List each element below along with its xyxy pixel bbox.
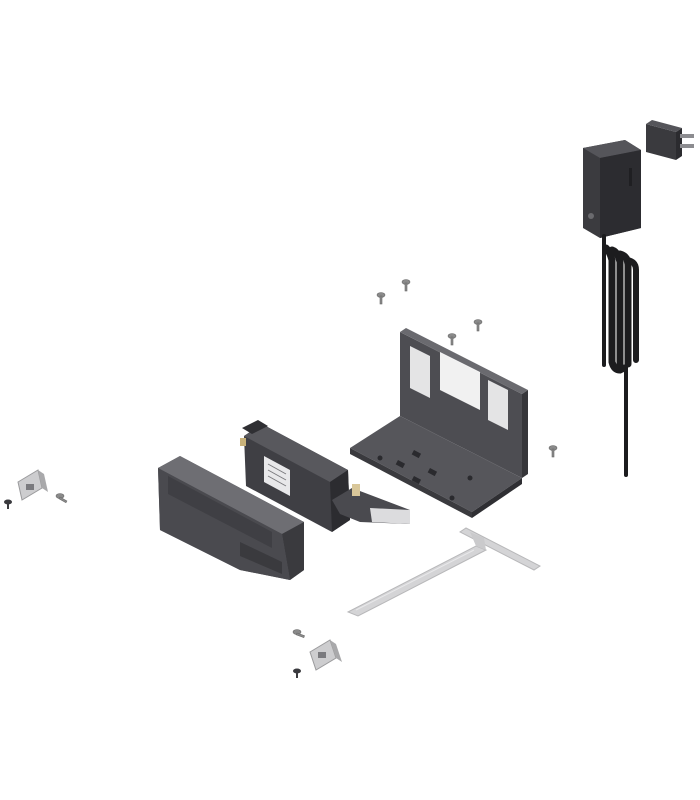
power-adapter <box>583 140 641 238</box>
synchronisation-plate <box>346 527 541 617</box>
drive-unit <box>240 420 410 532</box>
end-cap-left <box>4 469 48 509</box>
screw-icon <box>55 493 68 504</box>
screw-icon <box>401 279 411 292</box>
screw-icon <box>447 333 457 346</box>
cable-bundle <box>602 234 639 477</box>
plug-adapter <box>646 120 694 160</box>
cover-housing <box>158 456 304 580</box>
screw-icon <box>292 629 305 639</box>
end-cap-bottom <box>293 639 342 678</box>
screw-icon <box>548 445 558 458</box>
screw-icon <box>376 292 386 305</box>
screws <box>55 279 558 639</box>
mounting-bracket <box>350 328 528 518</box>
screw-icon <box>473 319 483 332</box>
